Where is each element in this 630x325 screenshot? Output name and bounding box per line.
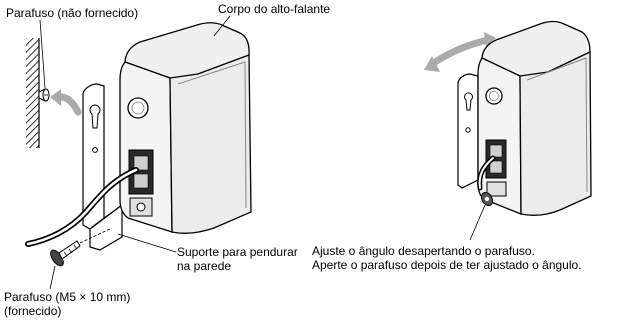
supplied-screw [50,240,81,267]
leader-line-bracket [117,233,177,253]
rotation-arrow [424,32,496,72]
label-screw-not-supplied: Parafuso (não fornecido) [6,6,139,20]
label-speaker-body: Corpo do alto-falante [218,2,331,16]
leader-line-screw-bottom [49,265,56,290]
leader-line-adjust [469,204,486,241]
wall-bracket-right [457,73,479,189]
leader-line-screw-top [39,19,46,89]
hang-arrow [50,89,82,116]
label-wall-bracket: Suporte para pendurar na parede [177,245,298,273]
wall-bracket [82,83,123,251]
screw-insertion-line [79,227,113,244]
speaker-body-right [477,20,592,216]
wall-screw [38,88,50,102]
speaker-cable-left [25,167,139,247]
label-adjust-line2: Aperte o parafuso depois de ter ajustado… [312,258,582,272]
label-screw-supplied-line2: (fornecido) [4,304,62,318]
adjustment-screw [480,191,494,207]
speaker-cable-right [477,155,496,191]
label-adjust-angle: Ajuste o ângulo desapertando o parafuso.… [312,244,582,272]
speaker-body-left [119,22,252,234]
label-wall-bracket-line2: na parede [177,259,232,273]
label-screw-supplied-line1: Parafuso (M5 × 10 mm) [4,290,131,304]
label-wall-bracket-line1: Suporte para pendurar [177,245,298,259]
label-screw-supplied: Parafuso (M5 × 10 mm) (fornecido) [4,290,130,318]
wall [26,38,40,148]
label-adjust-line1: Ajuste o ângulo desapertando o parafuso. [312,244,535,258]
leader-line-speaker-body [213,15,231,37]
